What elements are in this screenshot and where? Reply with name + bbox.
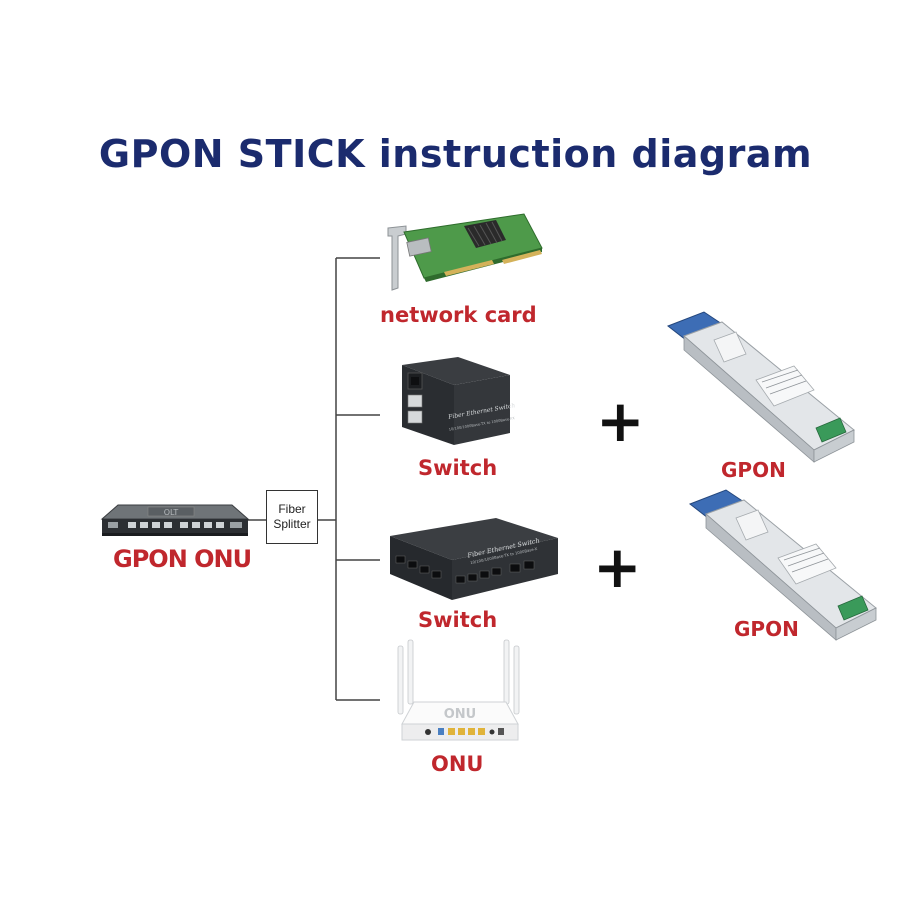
switch-large-label: Switch [418,608,498,632]
page-title: GPON STICK instruction diagram [98,132,813,176]
network-card-image [387,213,543,291]
onu-label: ONU [431,752,484,776]
splitter-label-line2: Splitter [273,517,311,531]
fiber-splitter-box: Fiber Splitter [266,490,318,544]
switch-small-label: Switch [418,456,498,480]
gpon-sfp-module-image [666,311,855,463]
olt-face-text: OLT [164,508,179,517]
gpon-module-label-top: GPON [721,458,786,482]
plus-icon: + [593,533,642,601]
olt-device-image: OLT [100,504,250,536]
gpon-onu-label: GPON ONU [113,545,252,573]
gpon-module-label-bottom: GPON [734,617,799,641]
plus-icon: + [596,387,645,455]
splitter-label-line1: Fiber [278,502,306,516]
gpon-sfp-module-image [688,489,877,641]
switch-small-image: Fiber Ethernet Switch 10/100/1000Base-TX… [402,357,516,445]
network-card-label: network card [380,303,537,327]
onu-router-image: ONU [397,639,520,741]
switch-large-image: Fiber Ethernet Switch 10/100/1000Base-TX… [390,518,558,600]
router-face-text: ONU [444,707,477,722]
